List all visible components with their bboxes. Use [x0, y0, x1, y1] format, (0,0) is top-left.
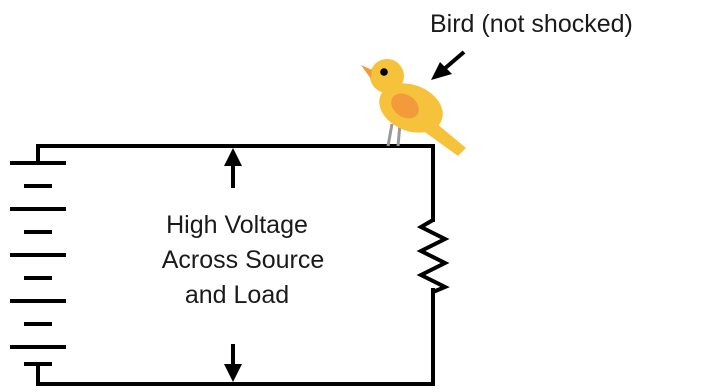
- resistor-icon: [416, 218, 450, 294]
- voltage-label-line3: and Load: [185, 281, 289, 309]
- pointer-arrow-icon: [431, 50, 466, 80]
- bird-icon: [361, 59, 466, 156]
- circuit-wire: [36, 144, 435, 386]
- voltage-label-line1: High Voltage: [166, 211, 308, 239]
- battery-icon: [10, 161, 66, 366]
- voltage-label-line2: Across Source: [162, 246, 325, 274]
- bird-label: Bird (not shocked): [430, 10, 633, 38]
- arrow-down-icon: [224, 344, 242, 382]
- arrow-up-icon: [224, 148, 242, 188]
